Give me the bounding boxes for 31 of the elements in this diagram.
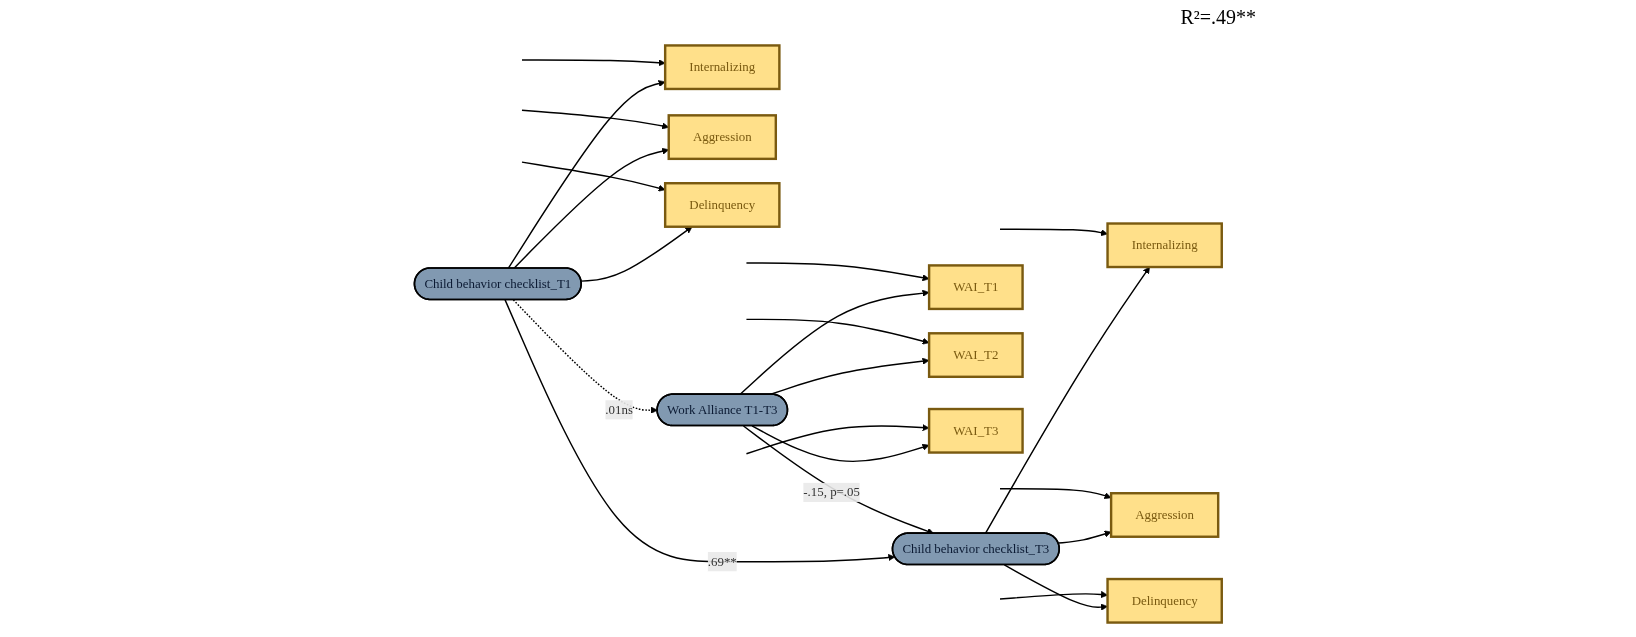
arrow (512, 299, 658, 414)
node-box: Internalizing (1106, 222, 1223, 269)
arrow (521, 161, 666, 192)
arrow (745, 424, 930, 455)
node-box: Aggression (667, 114, 777, 161)
arrow (1057, 530, 1112, 544)
node-box: Internalizing (663, 44, 781, 91)
node-box: WAI_T1 (927, 264, 1024, 311)
r-squared-label: R²=.49** (1180, 6, 1256, 29)
node-box: Aggression (1109, 492, 1220, 538)
node-box: Delinquency (663, 182, 781, 228)
arrow (739, 289, 930, 396)
edge-label: .69** (707, 554, 737, 569)
arrow (999, 590, 1108, 600)
arrow (507, 80, 666, 270)
arrow (521, 59, 666, 67)
node-box: WAI_T3 (927, 407, 1024, 454)
arrow (751, 425, 930, 463)
arrow (1003, 564, 1108, 611)
arrow (742, 425, 934, 535)
arrow (999, 488, 1112, 500)
node-box: Delinquency (1106, 577, 1223, 624)
arrow (745, 318, 930, 345)
node-box: WAI_T2 (927, 332, 1024, 378)
arrow (521, 109, 669, 130)
arrow (580, 226, 693, 282)
edge-label: .01ns (605, 402, 633, 417)
arrow (745, 262, 930, 282)
edge-label: -.15, p=.05 (803, 485, 860, 499)
arrow (999, 228, 1108, 237)
arrow (512, 147, 669, 270)
